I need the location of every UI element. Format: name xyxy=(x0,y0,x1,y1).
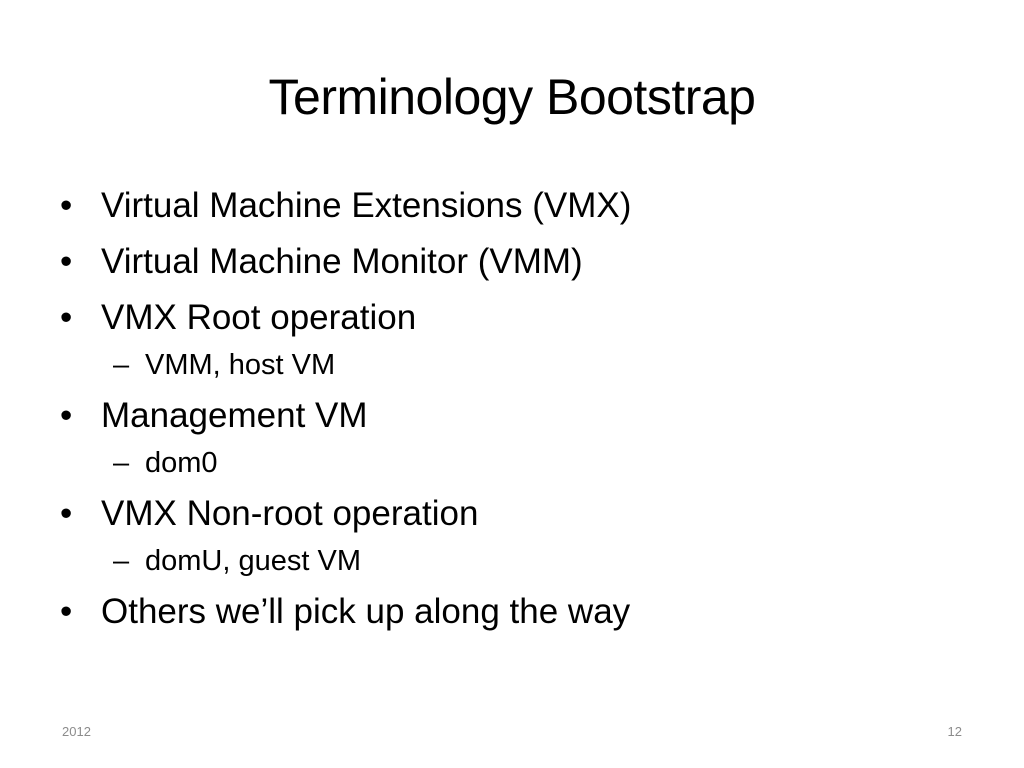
sub-bullet-mark: – xyxy=(113,349,130,381)
sub-bullet-text: domU, guest VM xyxy=(145,545,361,577)
bullet-mark: • xyxy=(60,494,73,533)
bullet-mark: • xyxy=(60,186,73,225)
bullet-text: Management VM xyxy=(101,396,368,435)
sub-bullet-text: dom0 xyxy=(145,447,218,479)
bullet-text: Virtual Machine Monitor (VMM) xyxy=(101,242,583,281)
bullet-item: • Virtual Machine Monitor (VMM) xyxy=(60,236,960,288)
slide-title: Terminology Bootstrap xyxy=(268,69,756,125)
bullet-mark: • xyxy=(60,298,73,337)
bullet-item: • Virtual Machine Extensions (VMX) xyxy=(60,180,960,232)
bullet-mark: • xyxy=(60,592,73,631)
sub-bullet-mark: – xyxy=(113,447,130,479)
bullet-list: • Virtual Machine Extensions (VMX) • Vir… xyxy=(60,180,960,638)
footer-date: 2012 xyxy=(62,724,91,739)
bullet-item: • Management VM xyxy=(60,390,960,442)
bullet-text: Virtual Machine Extensions (VMX) xyxy=(101,186,632,225)
bullet-text: VMX Root operation xyxy=(101,298,417,337)
bullet-text: VMX Non-root operation xyxy=(101,494,479,533)
bullet-text: Others we’ll pick up along the way xyxy=(101,592,631,631)
bullet-mark: • xyxy=(60,242,73,281)
bullet-item: • Others we’ll pick up along the way xyxy=(60,586,960,638)
sub-bullet-item: – VMM, host VM xyxy=(60,344,960,386)
bullet-item: • VMX Root operation xyxy=(60,292,960,344)
sub-bullet-item: – dom0 xyxy=(60,442,960,484)
bullet-item: • VMX Non-root operation xyxy=(60,488,960,540)
sub-bullet-text: VMM, host VM xyxy=(145,349,336,381)
footer-page-number: 12 xyxy=(947,724,962,739)
bullet-mark: • xyxy=(60,396,73,435)
sub-bullet-item: – domU, guest VM xyxy=(60,540,960,582)
sub-bullet-mark: – xyxy=(113,545,130,577)
